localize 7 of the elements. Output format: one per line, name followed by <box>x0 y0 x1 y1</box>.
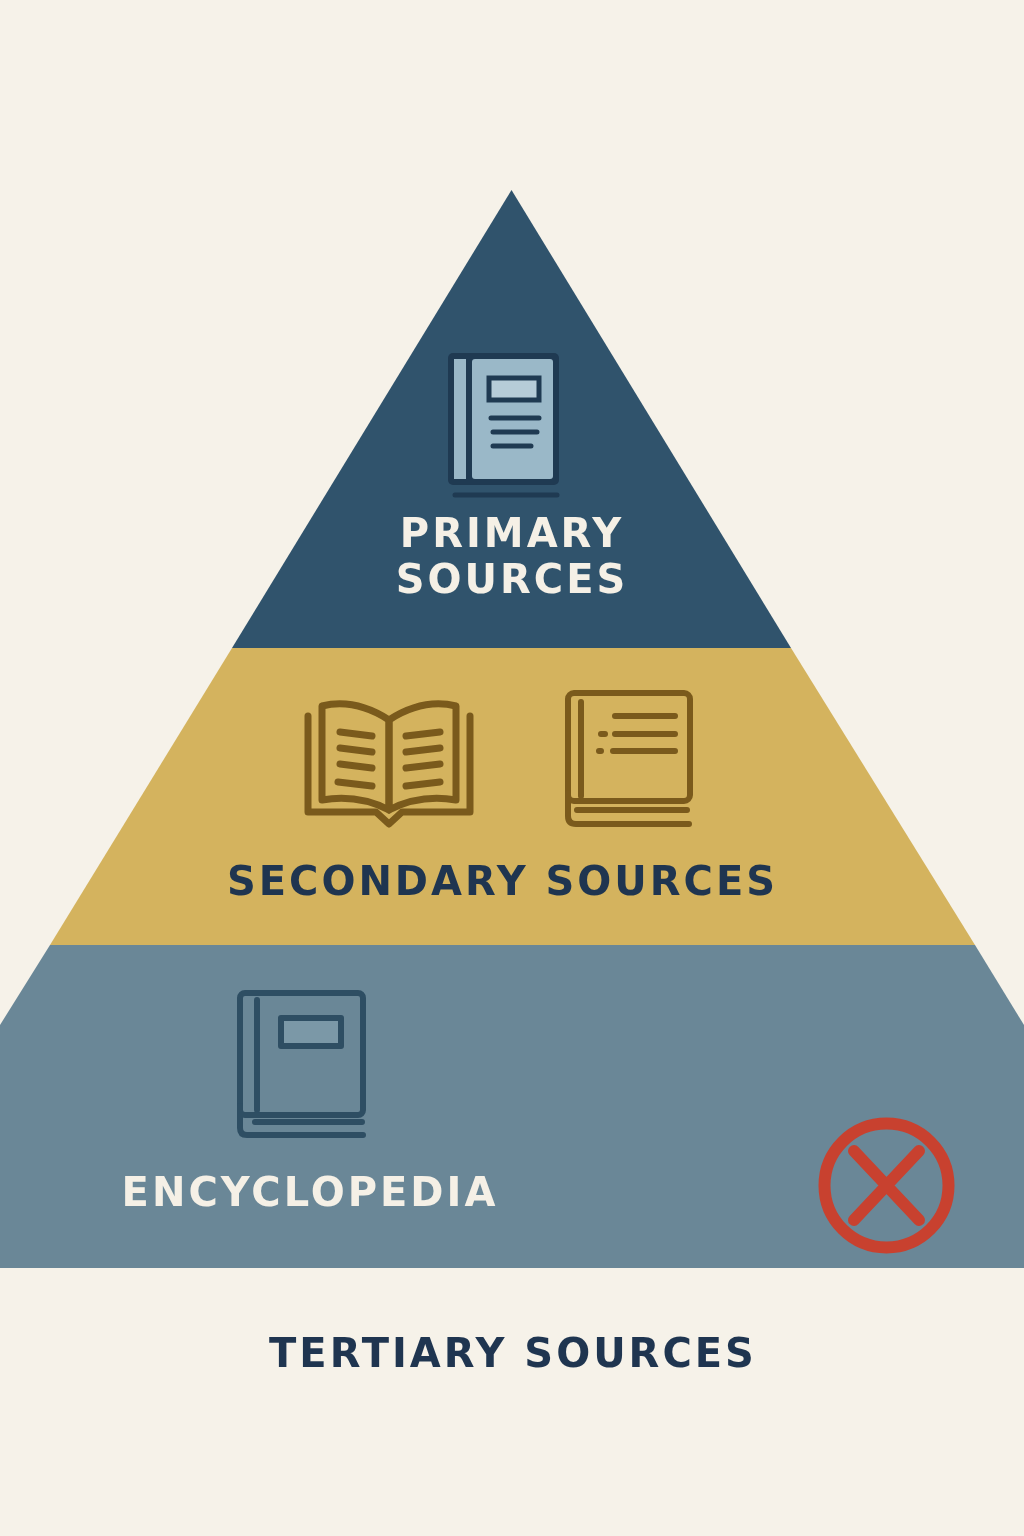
tier-label: ENCYCLOPEDIA <box>120 1169 500 1215</box>
pyramid-tier <box>232 190 791 648</box>
tier-label: PRIMARY SOURCES <box>394 510 630 602</box>
pyramid-tier <box>0 945 1024 1268</box>
pyramid-tier <box>50 648 975 945</box>
tier-label: SECONDARY SOURCES <box>225 858 780 904</box>
tier-label: TERTIARY SOURCES <box>268 1330 758 1376</box>
